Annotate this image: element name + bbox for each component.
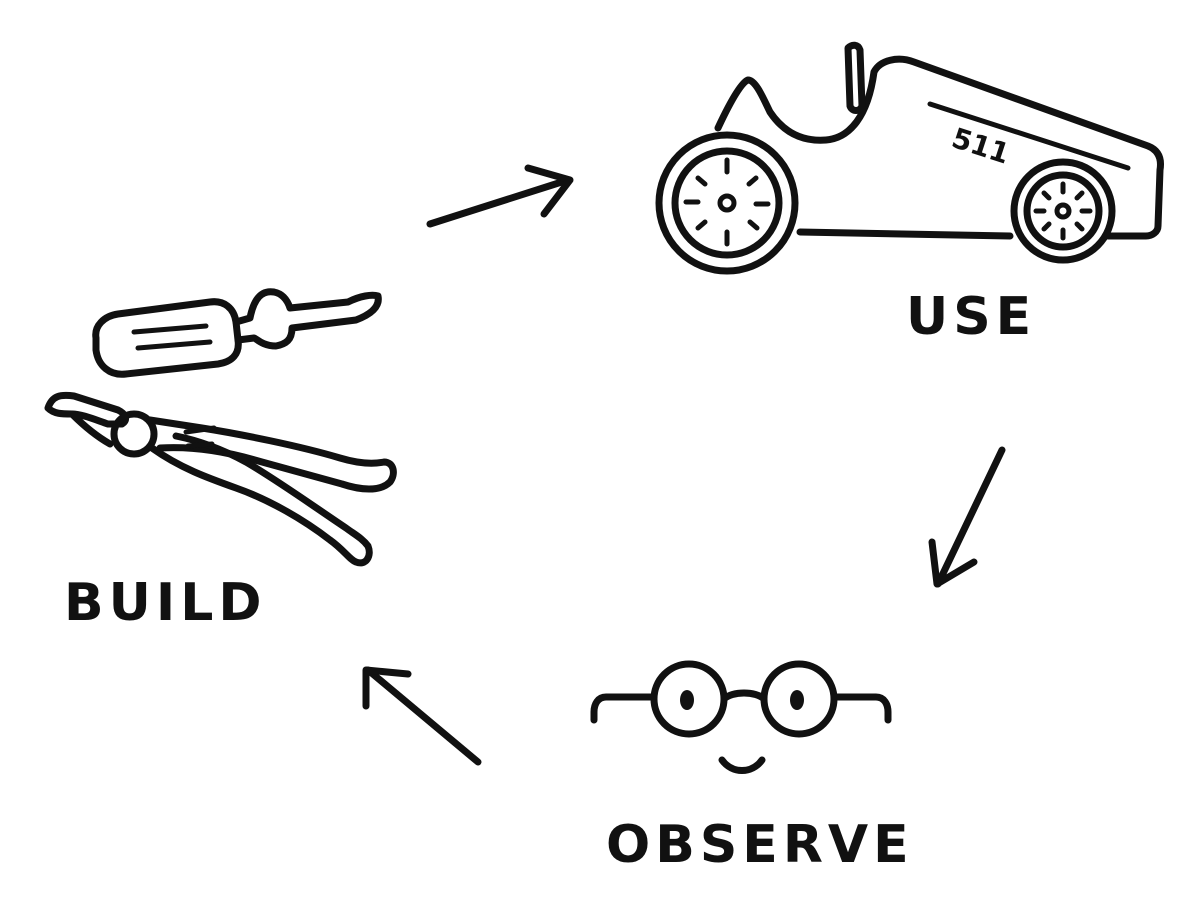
arrow-build-to-use — [426, 164, 574, 228]
stage-label-observe: OBSERVE — [606, 815, 914, 875]
pliers-icon — [44, 391, 397, 567]
screwdriver-icon — [92, 288, 382, 378]
stage-label-use: USE — [906, 287, 1036, 347]
race-car-icon: 511 — [655, 41, 1164, 275]
arrow-observe-to-build — [362, 666, 482, 766]
stage-label-build: BUILD — [64, 573, 267, 633]
arrow-use-to-observe — [928, 446, 1006, 588]
glasses-face-icon — [590, 660, 892, 774]
